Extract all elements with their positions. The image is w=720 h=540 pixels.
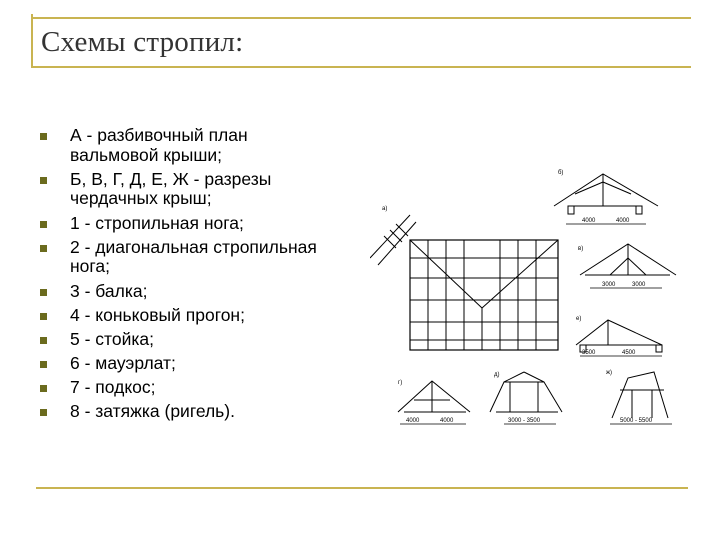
label-zh: ж) bbox=[606, 370, 612, 376]
dim-v-2: 3000 bbox=[632, 282, 646, 288]
bullet-square-icon bbox=[40, 133, 47, 140]
label-a: а) bbox=[382, 206, 387, 212]
list-item-text: 4 - коньковый прогон; bbox=[70, 304, 245, 325]
label-b: б) bbox=[558, 170, 563, 176]
label-v: в) bbox=[578, 246, 583, 252]
list-item: 7 - подкос; bbox=[40, 377, 340, 398]
section-e bbox=[575, 319, 663, 357]
list-item-text: 6 - мауэрлат; bbox=[70, 353, 176, 374]
title-frame-top-line bbox=[31, 17, 691, 19]
list-item-text: 7 - подкос; bbox=[70, 377, 156, 398]
bullet-square-icon bbox=[40, 361, 47, 369]
label-g: г) bbox=[398, 380, 402, 386]
rafter-schemes-drawing: а) б) в) е) г) д) ж) 4000 4000 3000 3000… bbox=[369, 170, 677, 425]
dim-d: 3000 - 3500 bbox=[508, 418, 541, 424]
bullet-square-icon bbox=[40, 312, 47, 320]
bullet-list: А - разбивочный план вальмовой крыши; Б,… bbox=[40, 125, 340, 427]
bullet-square-icon bbox=[40, 288, 47, 296]
bullet-square-icon bbox=[40, 385, 47, 393]
list-item-text: 8 - затяжка (ригель). bbox=[70, 401, 235, 422]
section-d bbox=[489, 371, 563, 425]
hip-roof-plan-a bbox=[369, 214, 559, 351]
list-item: 2 - диагональная стропильная нога; bbox=[40, 236, 340, 277]
list-item-text: 1 - стропильная нога; bbox=[70, 212, 244, 233]
bullet-square-icon bbox=[40, 336, 47, 344]
footer-line bbox=[36, 487, 688, 489]
bullet-square-icon bbox=[40, 220, 47, 228]
dim-e-1: 3500 bbox=[582, 350, 596, 356]
title-frame-bottom-line bbox=[31, 66, 691, 68]
bullet-square-icon bbox=[40, 244, 47, 252]
list-item-text: 5 - стойка; bbox=[70, 328, 154, 349]
section-zh bbox=[610, 371, 672, 425]
section-b bbox=[553, 173, 659, 225]
list-item-text: 3 - балка; bbox=[70, 280, 148, 301]
section-g bbox=[397, 380, 471, 425]
label-e: е) bbox=[576, 316, 581, 322]
list-item-text: 2 - диагональная стропильная нога; bbox=[70, 236, 317, 277]
list-item: 4 - коньковый прогон; bbox=[40, 304, 340, 326]
dim-b-2: 4000 bbox=[616, 218, 630, 224]
slide-title: Схемы стропил: bbox=[41, 26, 244, 58]
list-item: 6 - мауэрлат; bbox=[40, 353, 340, 374]
list-item: 8 - затяжка (ригель). bbox=[40, 402, 340, 422]
dim-v-1: 3000 bbox=[602, 282, 616, 288]
list-item: 3 - балка; bbox=[40, 280, 340, 302]
dim-g-2: 4000 bbox=[440, 418, 454, 424]
section-v bbox=[579, 243, 677, 289]
list-item: 5 - стойка; bbox=[40, 328, 340, 350]
title-frame-vertical-line bbox=[31, 14, 33, 66]
list-item: А - разбивочный план вальмовой крыши; bbox=[40, 125, 340, 165]
dim-zh: 5000 - 5500 bbox=[620, 418, 653, 424]
list-item: 1 - стропильная нога; bbox=[40, 212, 340, 234]
list-item-text: А - разбивочный план вальмовой крыши; bbox=[70, 125, 248, 165]
rafter-schemes-figure: а) б) в) е) г) д) ж) 4000 4000 3000 3000… bbox=[369, 160, 688, 438]
bullet-square-icon bbox=[40, 176, 47, 184]
dim-b-1: 4000 bbox=[582, 218, 596, 224]
bullet-square-icon bbox=[40, 409, 47, 417]
label-d: д) bbox=[494, 372, 500, 378]
dim-e-2: 4500 bbox=[622, 350, 636, 356]
dim-g-1: 4000 bbox=[406, 418, 420, 424]
list-item-text: Б, В, Г, Д, Е, Ж - разрезы чердачных кры… bbox=[70, 168, 272, 209]
list-item: Б, В, Г, Д, Е, Ж - разрезы чердачных кры… bbox=[40, 168, 340, 209]
